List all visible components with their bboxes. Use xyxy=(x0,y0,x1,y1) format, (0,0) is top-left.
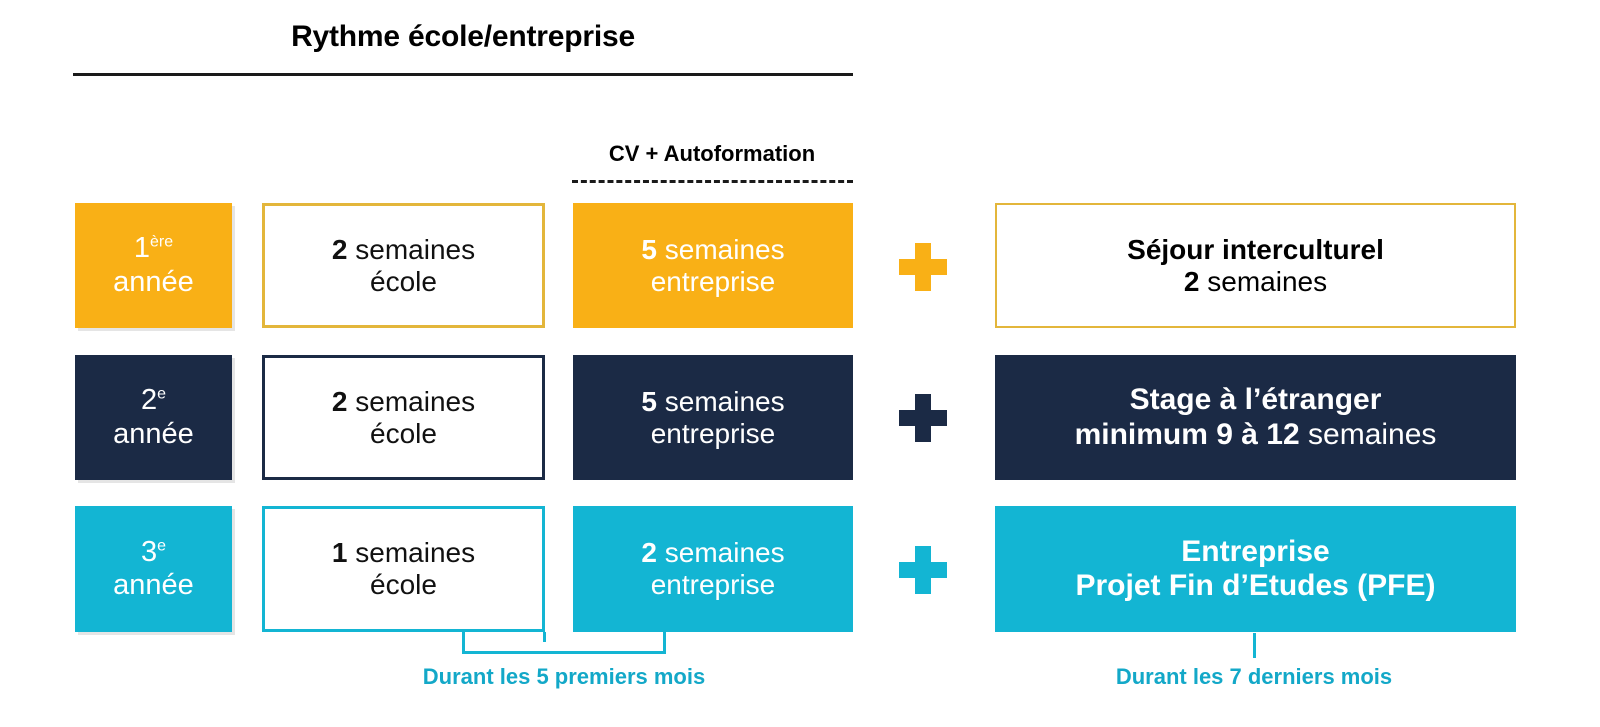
extra-panel-2-line2: minimum 9 à 12 semaines xyxy=(1074,417,1437,451)
bracket-left xyxy=(462,632,666,654)
caption-right: Durant les 7 derniers mois xyxy=(1115,664,1393,689)
extra-panel-3-line1: Entreprise xyxy=(1181,534,1330,568)
page-title: Rythme école/entreprise xyxy=(291,20,635,53)
extra-panel-1: Séjour interculturel 2 semaines xyxy=(995,203,1516,328)
extra-panel-2-line1: Stage à l’étranger xyxy=(1129,383,1382,417)
school-line-3b: école xyxy=(370,569,437,600)
extra-panel-3-line2: Projet Fin d’Etudes (PFE) xyxy=(1075,569,1436,602)
school-box-3: 1 semaines école xyxy=(262,506,545,632)
school-box-1: 2 semaines école xyxy=(262,203,545,328)
extra-panel-1-line2: 2 semaines xyxy=(1183,265,1328,297)
year-label-3: année xyxy=(113,569,194,601)
enterprise-line-1b: entreprise xyxy=(650,265,776,297)
extra-panel-1-line1: Séjour interculturel xyxy=(1127,233,1384,265)
year-ordinal-2: 2e xyxy=(140,384,166,417)
enterprise-box-3: 2 semaines entreprise xyxy=(573,506,853,632)
year-ordinal-1: 1ère xyxy=(133,232,174,265)
enterprise-box-2: 5 semaines entreprise xyxy=(573,355,853,480)
enterprise-line-1a: 5 semaines xyxy=(641,233,785,265)
enterprise-line-3a: 2 semaines xyxy=(641,537,785,569)
year-box-1: 1ère année xyxy=(75,203,232,328)
year-label-1: année xyxy=(113,265,194,298)
year-box-3: 3e année xyxy=(75,506,232,632)
caption-left: Durant les 5 premiers mois xyxy=(422,664,706,689)
extra-panel-2: Stage à l’étranger minimum 9 à 12 semain… xyxy=(995,355,1516,480)
year-ordinal-3: 3e xyxy=(140,535,166,568)
school-line-1a: 2 semaines xyxy=(331,233,476,265)
school-line-2b: école xyxy=(370,417,437,449)
cv-autoformation-dashed-rule xyxy=(572,180,853,183)
title-underline xyxy=(73,73,853,76)
plus-icon-row-3 xyxy=(899,546,947,594)
school-box-2: 2 semaines école xyxy=(262,355,545,480)
extra-panel-3: Entreprise Projet Fin d’Etudes (PFE) xyxy=(995,506,1516,632)
enterprise-line-2a: 5 semaines xyxy=(641,385,785,417)
plus-icon-row-2 xyxy=(899,394,947,442)
school-line-1b: école xyxy=(370,265,437,297)
enterprise-line-2b: entreprise xyxy=(650,417,776,449)
school-line-2a: 2 semaines xyxy=(331,385,476,417)
year-label-2: année xyxy=(113,417,194,450)
cv-autoformation-label: CV + Autoformation xyxy=(608,141,816,166)
plus-icon-row-1 xyxy=(899,243,947,291)
enterprise-line-3b: entreprise xyxy=(650,569,776,600)
year-box-2: 2e année xyxy=(75,355,232,480)
bracket-left-stem-school xyxy=(543,632,546,642)
tick-right xyxy=(1253,633,1256,658)
enterprise-box-1: 5 semaines entreprise xyxy=(573,203,853,328)
school-line-3a: 1 semaines xyxy=(331,537,476,569)
